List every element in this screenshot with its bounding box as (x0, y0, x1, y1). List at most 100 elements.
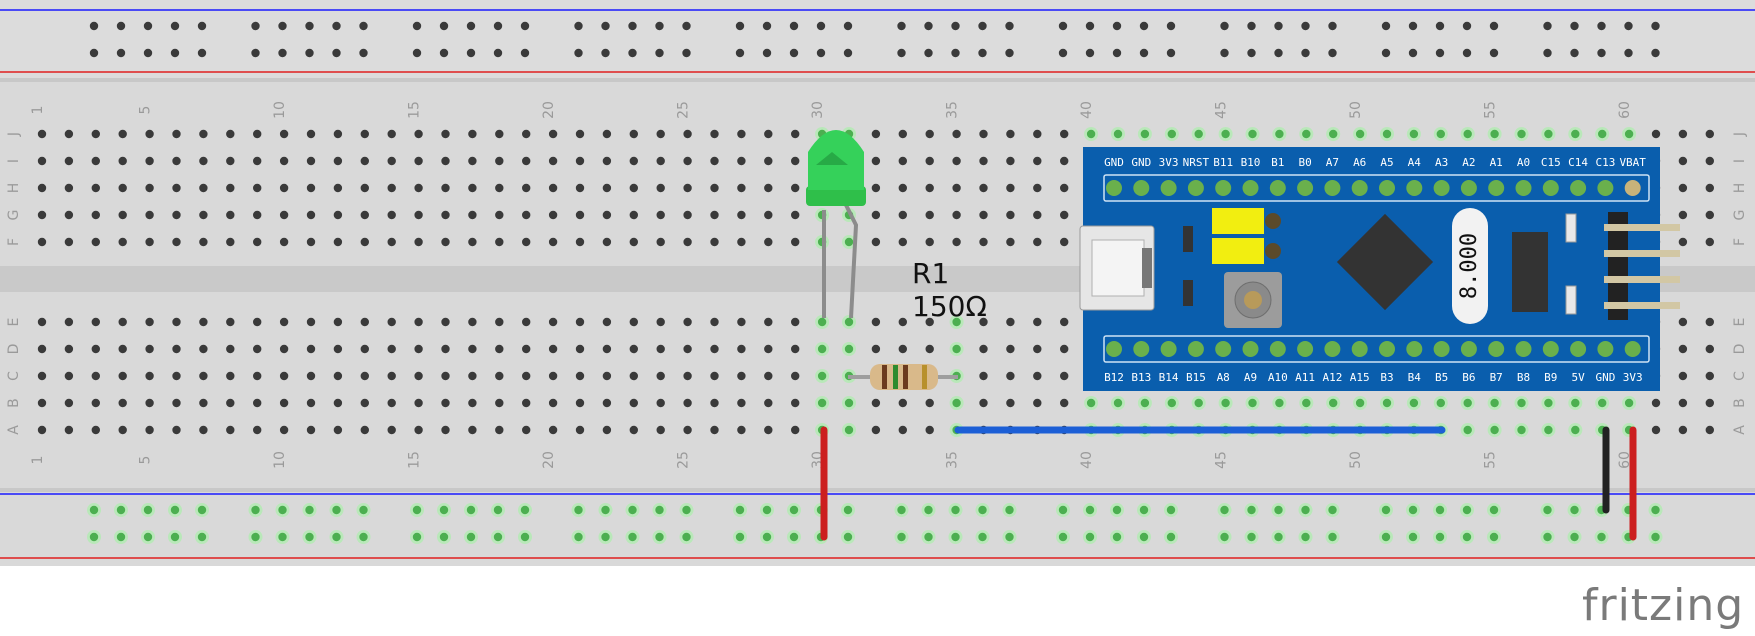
breadboard-hole[interactable] (897, 48, 906, 58)
breadboard-hole[interactable] (710, 183, 719, 193)
breadboard-hole[interactable] (1006, 156, 1015, 166)
breadboard-hole[interactable] (360, 371, 369, 381)
breadboard-hole[interactable] (710, 237, 719, 247)
breadboard-hole[interactable] (333, 183, 343, 193)
breadboard-hole[interactable] (414, 129, 423, 139)
breadboard-hole[interactable] (199, 210, 208, 220)
breadboard-hole[interactable] (172, 398, 181, 408)
breadboard-hole[interactable] (278, 505, 287, 515)
breadboard-hole[interactable] (1274, 532, 1283, 542)
breadboard-hole[interactable] (1571, 129, 1580, 139)
breadboard-hole[interactable] (360, 398, 369, 408)
breadboard-hole[interactable] (978, 21, 987, 31)
breadboard-hole[interactable] (1517, 398, 1526, 408)
breadboard-hole[interactable] (843, 48, 853, 58)
breadboard-hole[interactable] (897, 21, 906, 31)
breadboard-hole[interactable] (1570, 21, 1579, 31)
breadboard-hole[interactable] (1006, 371, 1015, 381)
breadboard-hole[interactable] (1112, 532, 1122, 542)
breadboard-hole[interactable] (91, 129, 101, 139)
breadboard-hole[interactable] (1435, 48, 1445, 58)
breadboard-hole[interactable] (898, 398, 907, 408)
breadboard-hole[interactable] (441, 237, 450, 247)
breadboard-hole[interactable] (1570, 532, 1579, 542)
breadboard-hole[interactable] (520, 532, 530, 542)
breadboard-hole[interactable] (305, 532, 314, 542)
breadboard-hole[interactable] (764, 183, 773, 193)
breadboard-hole[interactable] (710, 129, 719, 139)
breadboard-hole[interactable] (1112, 505, 1122, 515)
breadboard-hole[interactable] (1544, 425, 1553, 435)
breadboard-hole[interactable] (952, 237, 961, 247)
breadboard-hole[interactable] (1247, 532, 1256, 542)
breadboard-hole[interactable] (466, 532, 476, 542)
breadboard-hole[interactable] (441, 371, 450, 381)
breadboard-hole[interactable] (1113, 398, 1123, 408)
breadboard-hole[interactable] (655, 532, 664, 542)
breadboard-hole[interactable] (682, 21, 691, 31)
breadboard-hole[interactable] (548, 317, 558, 327)
breadboard-hole[interactable] (441, 156, 450, 166)
breadboard-hole[interactable] (278, 21, 287, 31)
breadboard-hole[interactable] (1221, 129, 1230, 139)
breadboard-hole[interactable] (441, 317, 450, 327)
breadboard-hole[interactable] (764, 156, 773, 166)
breadboard-hole[interactable] (1382, 398, 1392, 408)
breadboard-hole[interactable] (1248, 398, 1257, 408)
breadboard-hole[interactable] (1139, 532, 1149, 542)
breadboard-hole[interactable] (1462, 48, 1472, 58)
breadboard-hole[interactable] (226, 317, 235, 327)
breadboard-hole[interactable] (925, 210, 934, 220)
breadboard-hole[interactable] (979, 129, 988, 139)
breadboard-hole[interactable] (306, 344, 316, 354)
breadboard-hole[interactable] (1301, 48, 1310, 58)
breadboard-hole[interactable] (898, 237, 907, 247)
breadboard-hole[interactable] (764, 344, 773, 354)
breadboard-hole[interactable] (1060, 398, 1069, 408)
breadboard-hole[interactable] (628, 532, 637, 542)
breadboard-hole[interactable] (522, 237, 531, 247)
breadboard-hole[interactable] (253, 425, 262, 435)
breadboard-hole[interactable] (737, 344, 746, 354)
breadboard-hole[interactable] (575, 371, 585, 381)
breadboard-hole[interactable] (762, 21, 772, 31)
breadboard-hole[interactable] (791, 371, 800, 381)
breadboard-hole[interactable] (548, 156, 558, 166)
breadboard-hole[interactable] (1678, 344, 1688, 354)
breadboard-hole[interactable] (791, 237, 800, 247)
board-pin-top[interactable] (1324, 180, 1341, 196)
breadboard-hole[interactable] (951, 48, 960, 58)
breadboard-hole[interactable] (1060, 317, 1069, 327)
breadboard-hole[interactable] (439, 532, 449, 542)
breadboard-hole[interactable] (871, 129, 881, 139)
breadboard-hole[interactable] (468, 183, 477, 193)
breadboard-hole[interactable] (37, 317, 47, 327)
breadboard-hole[interactable] (172, 371, 181, 381)
breadboard-hole[interactable] (118, 129, 127, 139)
breadboard-hole[interactable] (253, 398, 262, 408)
breadboard-hole[interactable] (789, 532, 799, 542)
breadboard-hole[interactable] (871, 237, 881, 247)
breadboard-hole[interactable] (1381, 48, 1391, 58)
breadboard-hole[interactable] (1033, 344, 1042, 354)
breadboard-hole[interactable] (91, 237, 101, 247)
breadboard-hole[interactable] (602, 156, 612, 166)
breadboard-hole[interactable] (1060, 156, 1069, 166)
breadboard-hole[interactable] (1651, 129, 1661, 139)
breadboard-hole[interactable] (737, 317, 746, 327)
breadboard-hole[interactable] (226, 398, 235, 408)
breadboard-hole[interactable] (143, 505, 153, 515)
breadboard-hole[interactable] (548, 371, 558, 381)
breadboard-hole[interactable] (1033, 210, 1042, 220)
breadboard-hole[interactable] (737, 371, 746, 381)
breadboard-hole[interactable] (952, 156, 961, 166)
breadboard-hole[interactable] (145, 317, 154, 327)
breadboard-hole[interactable] (1302, 398, 1311, 408)
breadboard-hole[interactable] (495, 344, 504, 354)
breadboard-hole[interactable] (979, 183, 988, 193)
breadboard-hole[interactable] (172, 425, 181, 435)
breadboard-hole[interactable] (360, 156, 369, 166)
board-pin-top[interactable] (1242, 180, 1259, 196)
breadboard-hole[interactable] (37, 156, 47, 166)
breadboard-hole[interactable] (1489, 48, 1499, 58)
